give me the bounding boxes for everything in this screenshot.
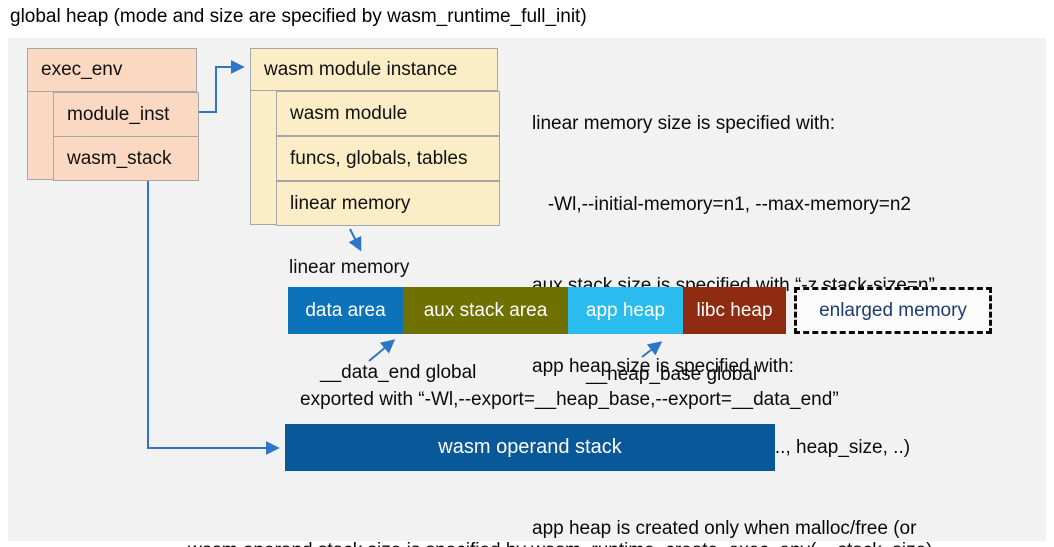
exec-env-box: exec_env module_inst wasm_stack bbox=[27, 48, 199, 181]
module-instance-row-funcs-globals-tables: funcs, globals, tables bbox=[276, 136, 500, 181]
segment-libc-heap: libc heap bbox=[683, 287, 786, 334]
module-instance-header: wasm module instance bbox=[251, 49, 497, 91]
note-line: app heap is created only when malloc/fre… bbox=[532, 518, 917, 539]
linear-memory-label: linear memory bbox=[289, 257, 410, 278]
segment-app-heap: app heap bbox=[568, 287, 683, 334]
note-line: app heap size is specified with: bbox=[532, 356, 794, 377]
module-instance-row-wasm-module: wasm module bbox=[276, 91, 500, 136]
note-line: -Wl,--initial-memory=n1, --max-memory=n2 bbox=[532, 194, 911, 215]
exec-env-row-wasm-stack: wasm_stack bbox=[53, 136, 199, 181]
note-line: wasm operand stack size is specified by … bbox=[188, 538, 933, 547]
exec-env-header: exec_env bbox=[28, 49, 196, 92]
segment-enlarged-memory: enlarged memory bbox=[794, 287, 992, 334]
wasm-operand-stack-bar: wasm operand stack bbox=[285, 424, 775, 471]
diagram-title: global heap (mode and size are specified… bbox=[10, 6, 587, 27]
segment-aux-stack-area: aux stack area bbox=[403, 287, 568, 334]
exported-with-label: exported with “-Wl,--export=__heap_base,… bbox=[300, 389, 839, 410]
segment-data-area: data area bbox=[288, 287, 403, 334]
notes-bottom: wasm operand stack size is specified by … bbox=[188, 486, 933, 547]
heap-base-global-label: __heap_base global bbox=[586, 364, 758, 385]
exec-env-row-module-inst: module_inst bbox=[53, 92, 199, 137]
module-instance-box: wasm module instance wasm module funcs, … bbox=[250, 48, 500, 226]
note-line: linear memory size is specified with: bbox=[532, 113, 836, 134]
data-end-global-label: __data_end global bbox=[320, 362, 477, 383]
module-instance-row-linear-memory: linear memory bbox=[276, 181, 500, 226]
